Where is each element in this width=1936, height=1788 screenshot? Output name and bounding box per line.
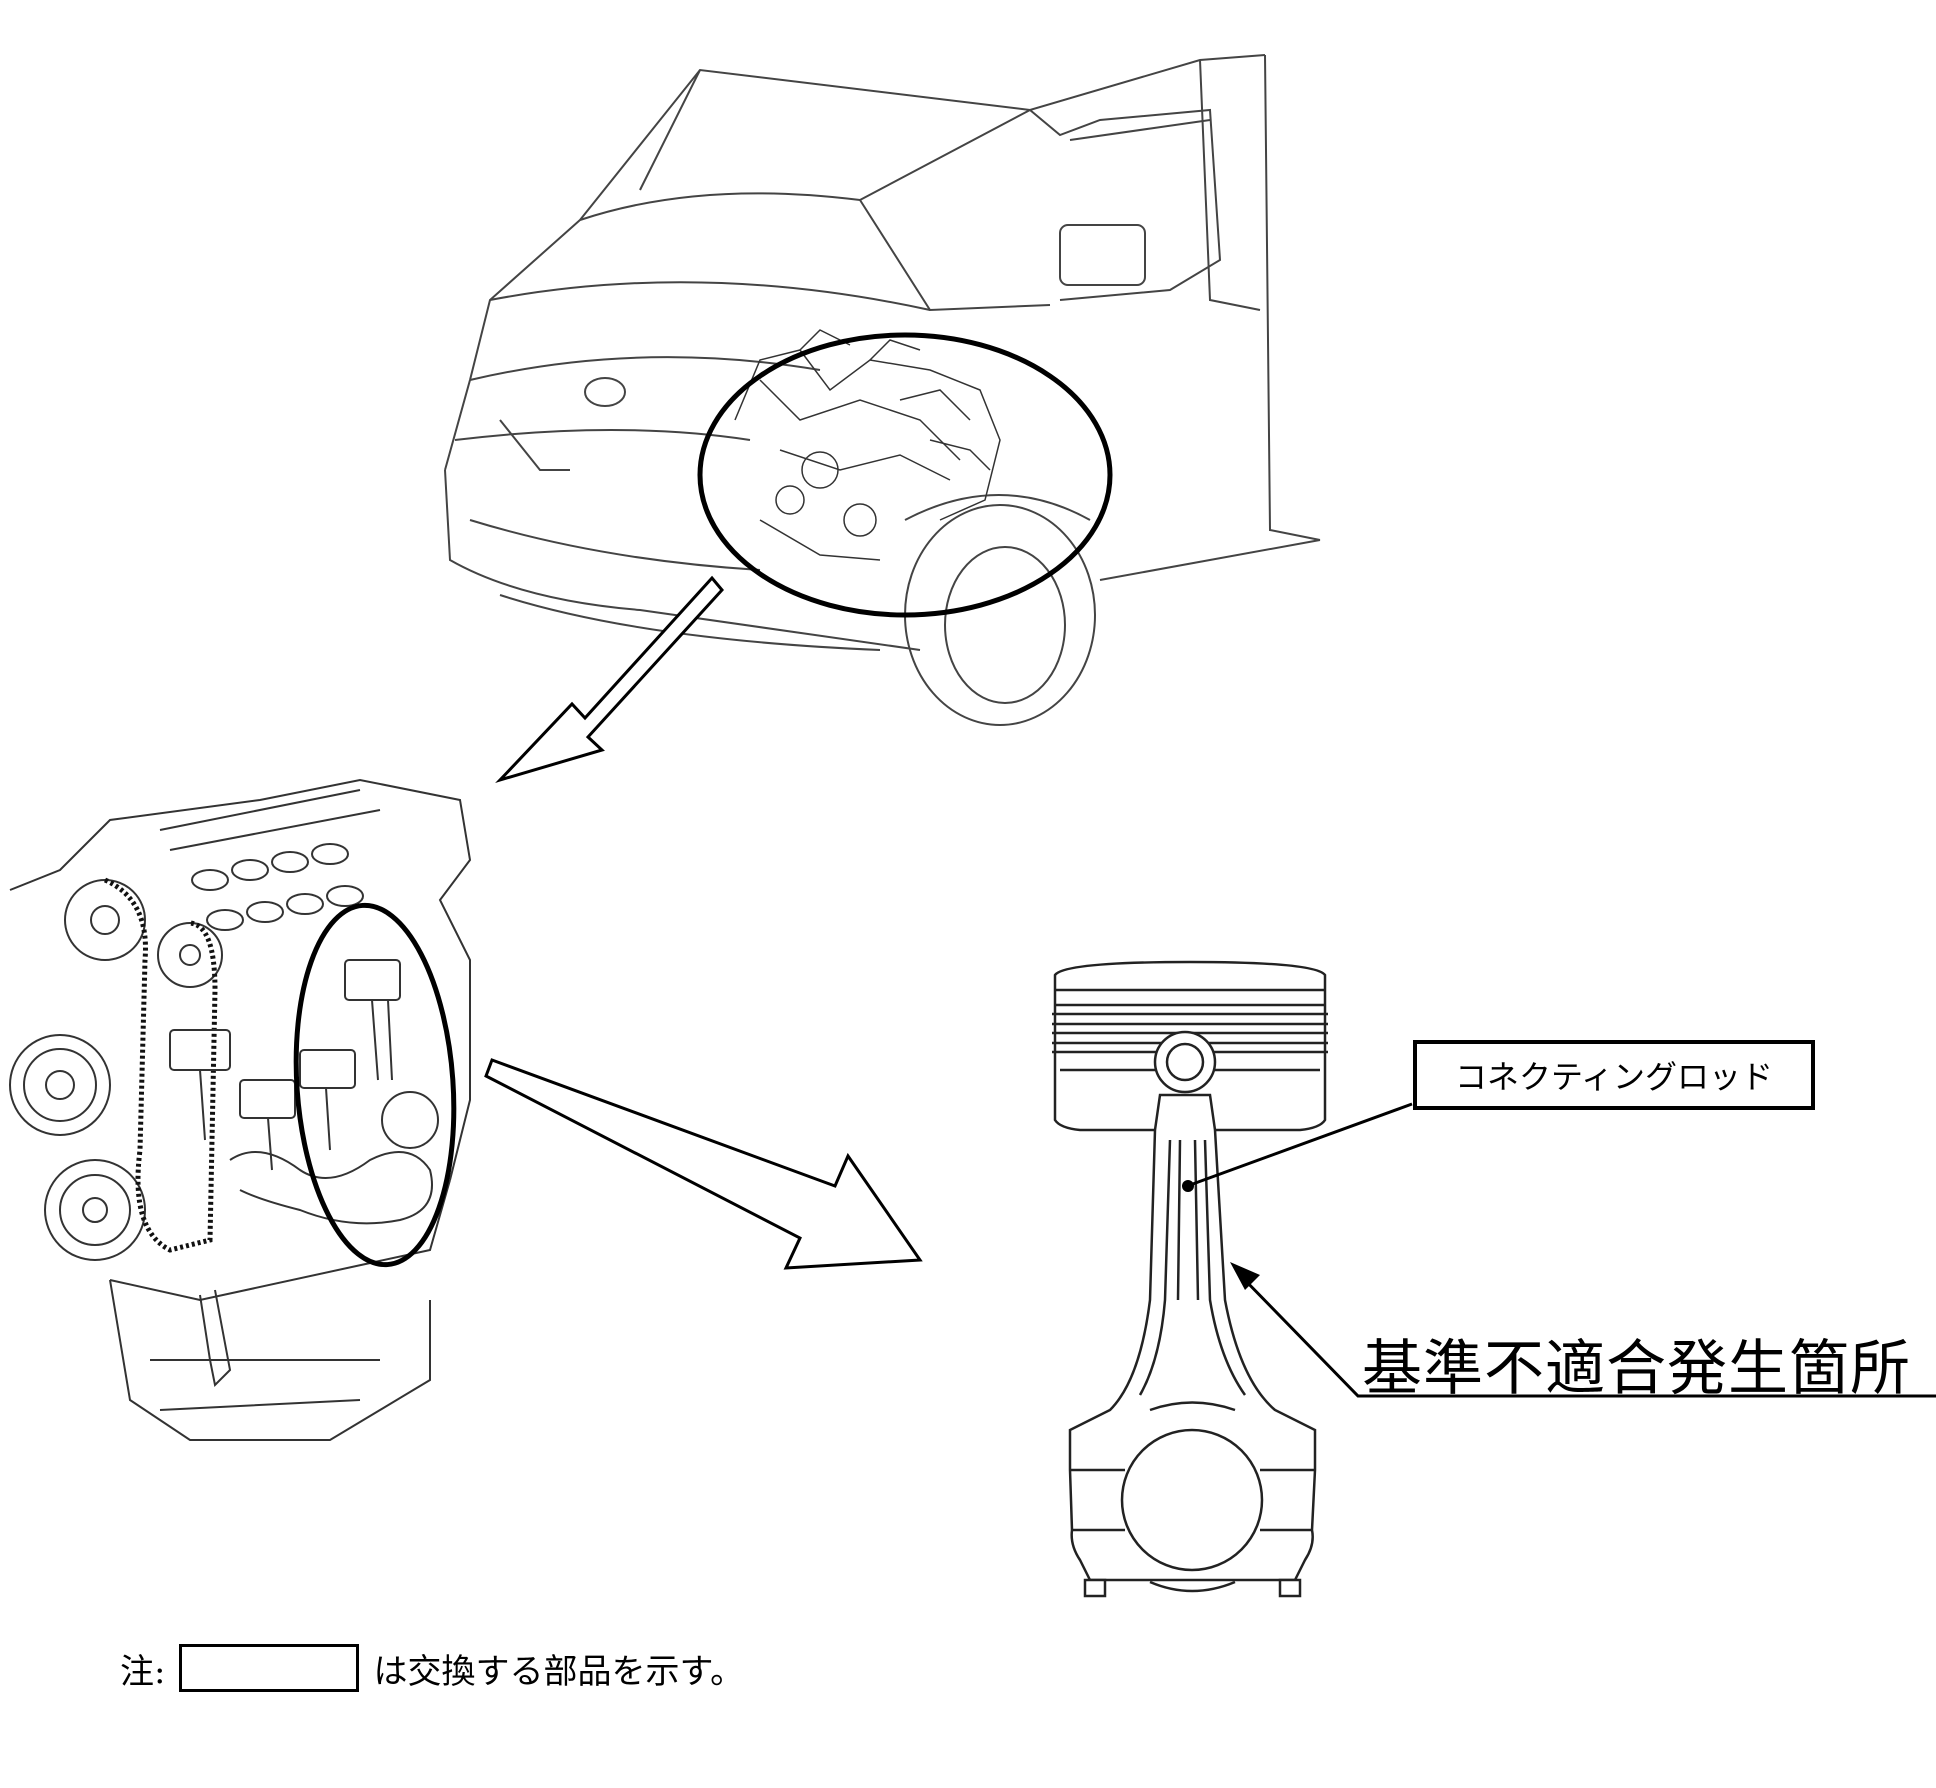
legend-note: 注: は交換する部品を示す。 [120, 1640, 744, 1696]
part-label-box: コネクティングロッド [1413, 1040, 1815, 1110]
part-label: コネクティングロッド [1454, 1058, 1774, 1096]
engine-bay-highlight [697, 332, 1113, 618]
defect-arrow [1230, 1262, 1936, 1398]
piston-conrod-illustration [1052, 960, 1328, 1598]
engine-illustration [9, 778, 472, 1441]
conrod-highlight [293, 902, 457, 1268]
note-prefix: 注: [120, 1651, 166, 1692]
arrow-engine-to-part [484, 1058, 923, 1270]
note-suffix: は交換する部品を示す。 [373, 1651, 745, 1692]
part-leader-line [1182, 1102, 1413, 1192]
defect-location-label: 基準不適合発生箇所 [1362, 1334, 1911, 1404]
legend-box-sample [179, 1644, 360, 1692]
arrow-van-to-engine [495, 575, 724, 784]
van-illustration [444, 54, 1321, 726]
